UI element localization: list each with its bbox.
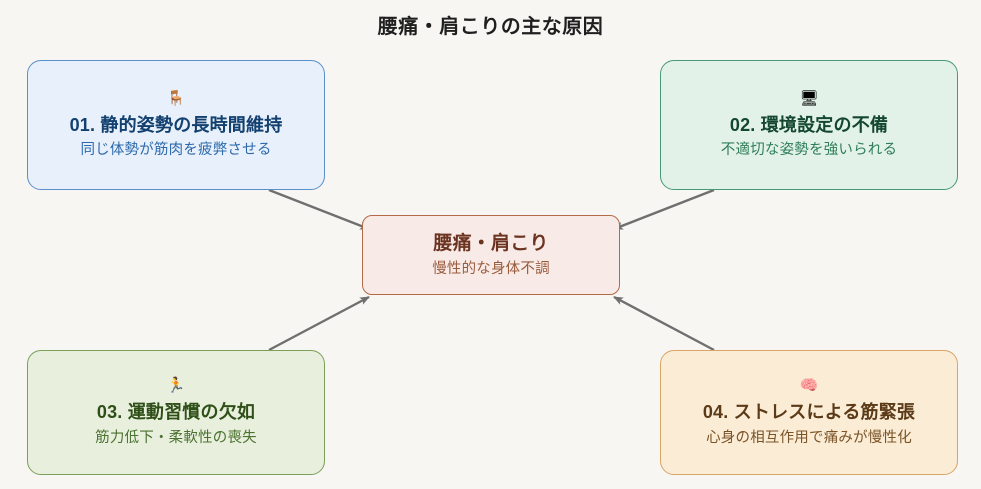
cause-node-02-subtitle: 不適切な姿勢を強いられる (720, 142, 898, 159)
cause-node-01-title: 01. 静的姿勢の長時間維持 (69, 114, 283, 135)
cause-node-03-title: 03. 運動習慣の欠如 (96, 402, 256, 423)
cause-node-03[interactable]: 🏃 03. 運動習慣の欠如 筋力低下・柔軟性の喪失 (27, 350, 325, 475)
connector-cause-03-to-center (268, 295, 370, 352)
cause-node-01-subtitle: 同じ体勢が筋肉を疲弊させる (80, 142, 272, 159)
connector-cause-01-to-center (268, 188, 370, 231)
desktop-computer-icon: 🖥 (799, 89, 819, 107)
cause-node-04-subtitle: 心身の相互作用で痛みが慢性化 (706, 429, 912, 446)
connector-cause-04-to-center (613, 295, 715, 352)
cause-node-04-title: 04. ストレスによる筋緊張 (702, 402, 916, 423)
cause-node-01[interactable]: 🪑 01. 静的姿勢の長時間維持 同じ体勢が筋肉を疲弊させる (27, 60, 325, 190)
center-node-subtitle: 慢性的な身体不調 (432, 260, 550, 277)
cause-node-02-title: 02. 環境設定の不備 (729, 114, 889, 135)
cause-node-03-subtitle: 筋力低下・柔軟性の喪失 (95, 429, 257, 446)
cause-node-02[interactable]: 🖥 02. 環境設定の不備 不適切な姿勢を強いられる (660, 60, 958, 190)
page-title: 腰痛・肩こりの主な原因 (377, 16, 604, 38)
brain-icon: 🧠 (799, 377, 819, 395)
center-node[interactable]: 腰痛・肩こり 慢性的な身体不調 (362, 215, 620, 295)
cause-node-04[interactable]: 🧠 04. ストレスによる筋緊張 心身の相互作用で痛みが慢性化 (660, 350, 958, 475)
chair-icon: 🪑 (166, 89, 186, 107)
connector-cause-02-to-center (613, 188, 715, 231)
center-node-title: 腰痛・肩こり (433, 232, 549, 254)
running-person-icon: 🏃 (166, 377, 186, 395)
